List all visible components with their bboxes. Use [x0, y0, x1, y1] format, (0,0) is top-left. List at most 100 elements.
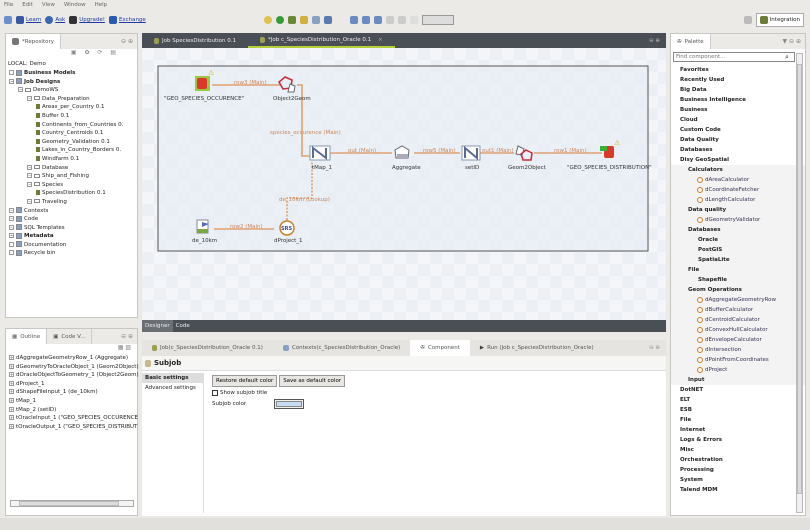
palette-component[interactable]: dConvexHullCalculator — [671, 325, 805, 335]
palette-category[interactable]: Logs & Errors — [680, 437, 723, 443]
run-icon[interactable] — [275, 16, 284, 24]
routine-icon[interactable] — [299, 16, 308, 24]
expand-icon[interactable]: + — [9, 406, 14, 412]
repository-item[interactable]: −Traveling — [27, 198, 67, 205]
node-aggregate[interactable]: Aggregate — [392, 145, 421, 171]
expand-icon[interactable]: − — [27, 95, 32, 101]
palette-component[interactable]: dAggregateGeometryRow — [671, 295, 805, 305]
minimize-maximize-buttons[interactable]: ⊖ ⊕ — [649, 345, 660, 351]
repository-item[interactable]: −Job Designs — [9, 78, 61, 85]
repository-item[interactable]: Areas_per_Country 0.1 — [6, 103, 137, 112]
menu-help[interactable]: Help — [94, 2, 108, 8]
expand-icon[interactable]: + — [9, 415, 14, 421]
outline-item[interactable]: +dOracleObjectToGeometry_1 (Object2Geom) — [9, 372, 139, 379]
tab-contexts[interactable]: Contexts(c_SpeciesDistribution_Oracle) — [273, 340, 410, 356]
export-icon[interactable] — [323, 16, 332, 24]
outline-item[interactable]: +dAggregateGeometryRow_1 (Aggregate) — [9, 355, 128, 361]
palette-category[interactable]: ESB — [680, 407, 692, 413]
palette-category[interactable]: Recently Used — [680, 77, 725, 83]
tab-outline[interactable]: ▦Outline — [6, 329, 48, 344]
perspective-integration[interactable]: Integration — [755, 13, 804, 27]
palette-category[interactable]: Talend MDM — [680, 487, 718, 493]
ask-link[interactable]: Ask — [45, 16, 65, 24]
node-tmap-1[interactable]: tMap_1 — [309, 145, 332, 171]
tab-palette[interactable]: ✇Palette — [671, 34, 711, 49]
repository-item[interactable]: Buffer 0.1 — [6, 112, 137, 121]
outline-item[interactable]: +tMap_1 — [9, 397, 37, 404]
repository-item[interactable]: −Species — [27, 181, 64, 188]
link-species-occurence[interactable] — [297, 84, 310, 157]
palette-category[interactable]: Databases — [671, 225, 805, 235]
palette-category[interactable]: Internet — [680, 427, 706, 433]
repository-item[interactable]: Business Models — [6, 69, 137, 78]
expand-icon[interactable]: − — [18, 87, 23, 93]
search-icon[interactable]: ⌕ — [785, 53, 789, 61]
undo-icon[interactable] — [385, 16, 394, 24]
zoom-out-icon[interactable] — [361, 16, 370, 24]
repository-item[interactable]: −Code — [9, 215, 39, 223]
palette-category[interactable]: File — [680, 417, 692, 423]
tab-job-c-speciesdistribution-oracle[interactable]: *Job c_SpeciesDistribution_Oracle 0.1× — [247, 33, 395, 48]
palette-category[interactable]: Geom Operations — [671, 285, 805, 295]
tab-run[interactable]: ▶Run (Job c_SpeciesDistribution_Oracle) — [479, 345, 594, 351]
expand-icon[interactable]: + — [9, 372, 14, 378]
palette-category[interactable]: Favorites — [680, 67, 709, 73]
node-object2geom[interactable]: Object2Geom — [273, 76, 311, 102]
repository-item[interactable]: SpeciesDistribution 0.1 — [6, 189, 137, 198]
outline-item[interactable]: +dGeometryToOracleObject_1 (Geom2Object) — [9, 363, 139, 370]
node-geom2object[interactable]: Geom2Object — [508, 145, 547, 171]
repository-item[interactable]: −Database — [27, 164, 69, 171]
outline-toolbar[interactable]: ▦ ▧ — [117, 344, 131, 351]
redo-icon[interactable] — [397, 16, 406, 24]
tab-job-settings[interactable]: Job(c_SpeciesDistribution_Oracle 0.1) — [142, 340, 273, 356]
search-icon[interactable] — [263, 16, 272, 24]
palette-category[interactable]: Business — [680, 107, 708, 113]
repository-item[interactable]: Windfarm 0.1 — [6, 155, 137, 164]
palette-category[interactable]: Databases — [680, 147, 713, 153]
repository-item[interactable]: Lakes_in_Country_Borders 0. — [6, 146, 137, 155]
palette-category[interactable]: Data quality — [671, 205, 805, 215]
palette-component[interactable]: dEnvelopeCalculator — [671, 335, 805, 345]
expand-icon[interactable]: − — [9, 233, 14, 239]
expand-icon[interactable]: + — [9, 389, 14, 395]
palette-category[interactable]: File — [671, 265, 805, 275]
save-as-default-color-button[interactable]: Save as default color — [279, 375, 346, 387]
outline-item[interactable]: +tOracleInput_1 ("GEO_SPECIES_OCCURENCE — [9, 415, 139, 422]
palette-category[interactable]: Shapefile — [671, 275, 805, 285]
outline-item[interactable]: +tMap_2 (setID) — [9, 406, 57, 413]
expand-icon[interactable]: − — [9, 216, 14, 222]
palette-category[interactable]: Calculators — [671, 165, 805, 175]
zoom-fit-icon[interactable] — [373, 16, 382, 24]
outline-tree[interactable]: +dAggregateGeometryRow_1 (Aggregate) +dGe… — [6, 354, 139, 431]
zoom-select[interactable] — [421, 15, 454, 25]
expand-icon[interactable]: − — [27, 164, 32, 170]
expand-icon[interactable]: + — [9, 355, 14, 360]
outline-item[interactable]: +dProject_1 — [9, 380, 45, 387]
repository-item[interactable]: −DemoWS — [18, 87, 59, 94]
repository-tree[interactable]: Business Models−Job Designs−DemoWS−Data_… — [6, 69, 137, 258]
palette-component[interactable]: dIntersection — [671, 345, 805, 355]
palette-scrollbar[interactable] — [796, 53, 803, 513]
palette-component[interactable]: dLengthCalculator — [671, 195, 805, 205]
palette-category[interactable]: SpatiaLite — [671, 255, 805, 265]
palette-category[interactable]: Input — [671, 375, 805, 385]
palette-category[interactable]: ELT — [680, 397, 691, 403]
expand-icon[interactable]: + — [9, 397, 14, 403]
advanced-settings-tab[interactable]: Advanced settings — [145, 385, 196, 391]
upgrade-link[interactable]: Upgrade! — [69, 16, 105, 24]
edit-icon[interactable] — [311, 16, 320, 24]
node-de-10km[interactable]: de_10km — [192, 219, 217, 244]
repository-item[interactable]: −Metadata — [9, 232, 54, 240]
node-dproject-1[interactable]: SRS dProject_1 — [274, 220, 303, 244]
palette-category[interactable]: Orchestration — [680, 457, 723, 463]
job-icon[interactable] — [287, 16, 296, 24]
outline-item[interactable]: +tOracleOutput_1 ("GEO_SPECIES_DISTRIBUT — [9, 423, 138, 430]
close-icon[interactable]: × — [378, 36, 383, 43]
tab-code[interactable]: Code — [175, 323, 190, 329]
repository-item[interactable]: −Ship_and_Fishing — [27, 173, 89, 180]
node-geo-species-distribution[interactable]: ⚠ "GEO_SPECIES_DISTRIBUTION" — [567, 139, 652, 171]
palette-component[interactable]: dGeometryValidator — [671, 215, 805, 225]
expand-icon[interactable]: − — [9, 207, 14, 213]
open-perspective-icon[interactable] — [743, 16, 752, 24]
